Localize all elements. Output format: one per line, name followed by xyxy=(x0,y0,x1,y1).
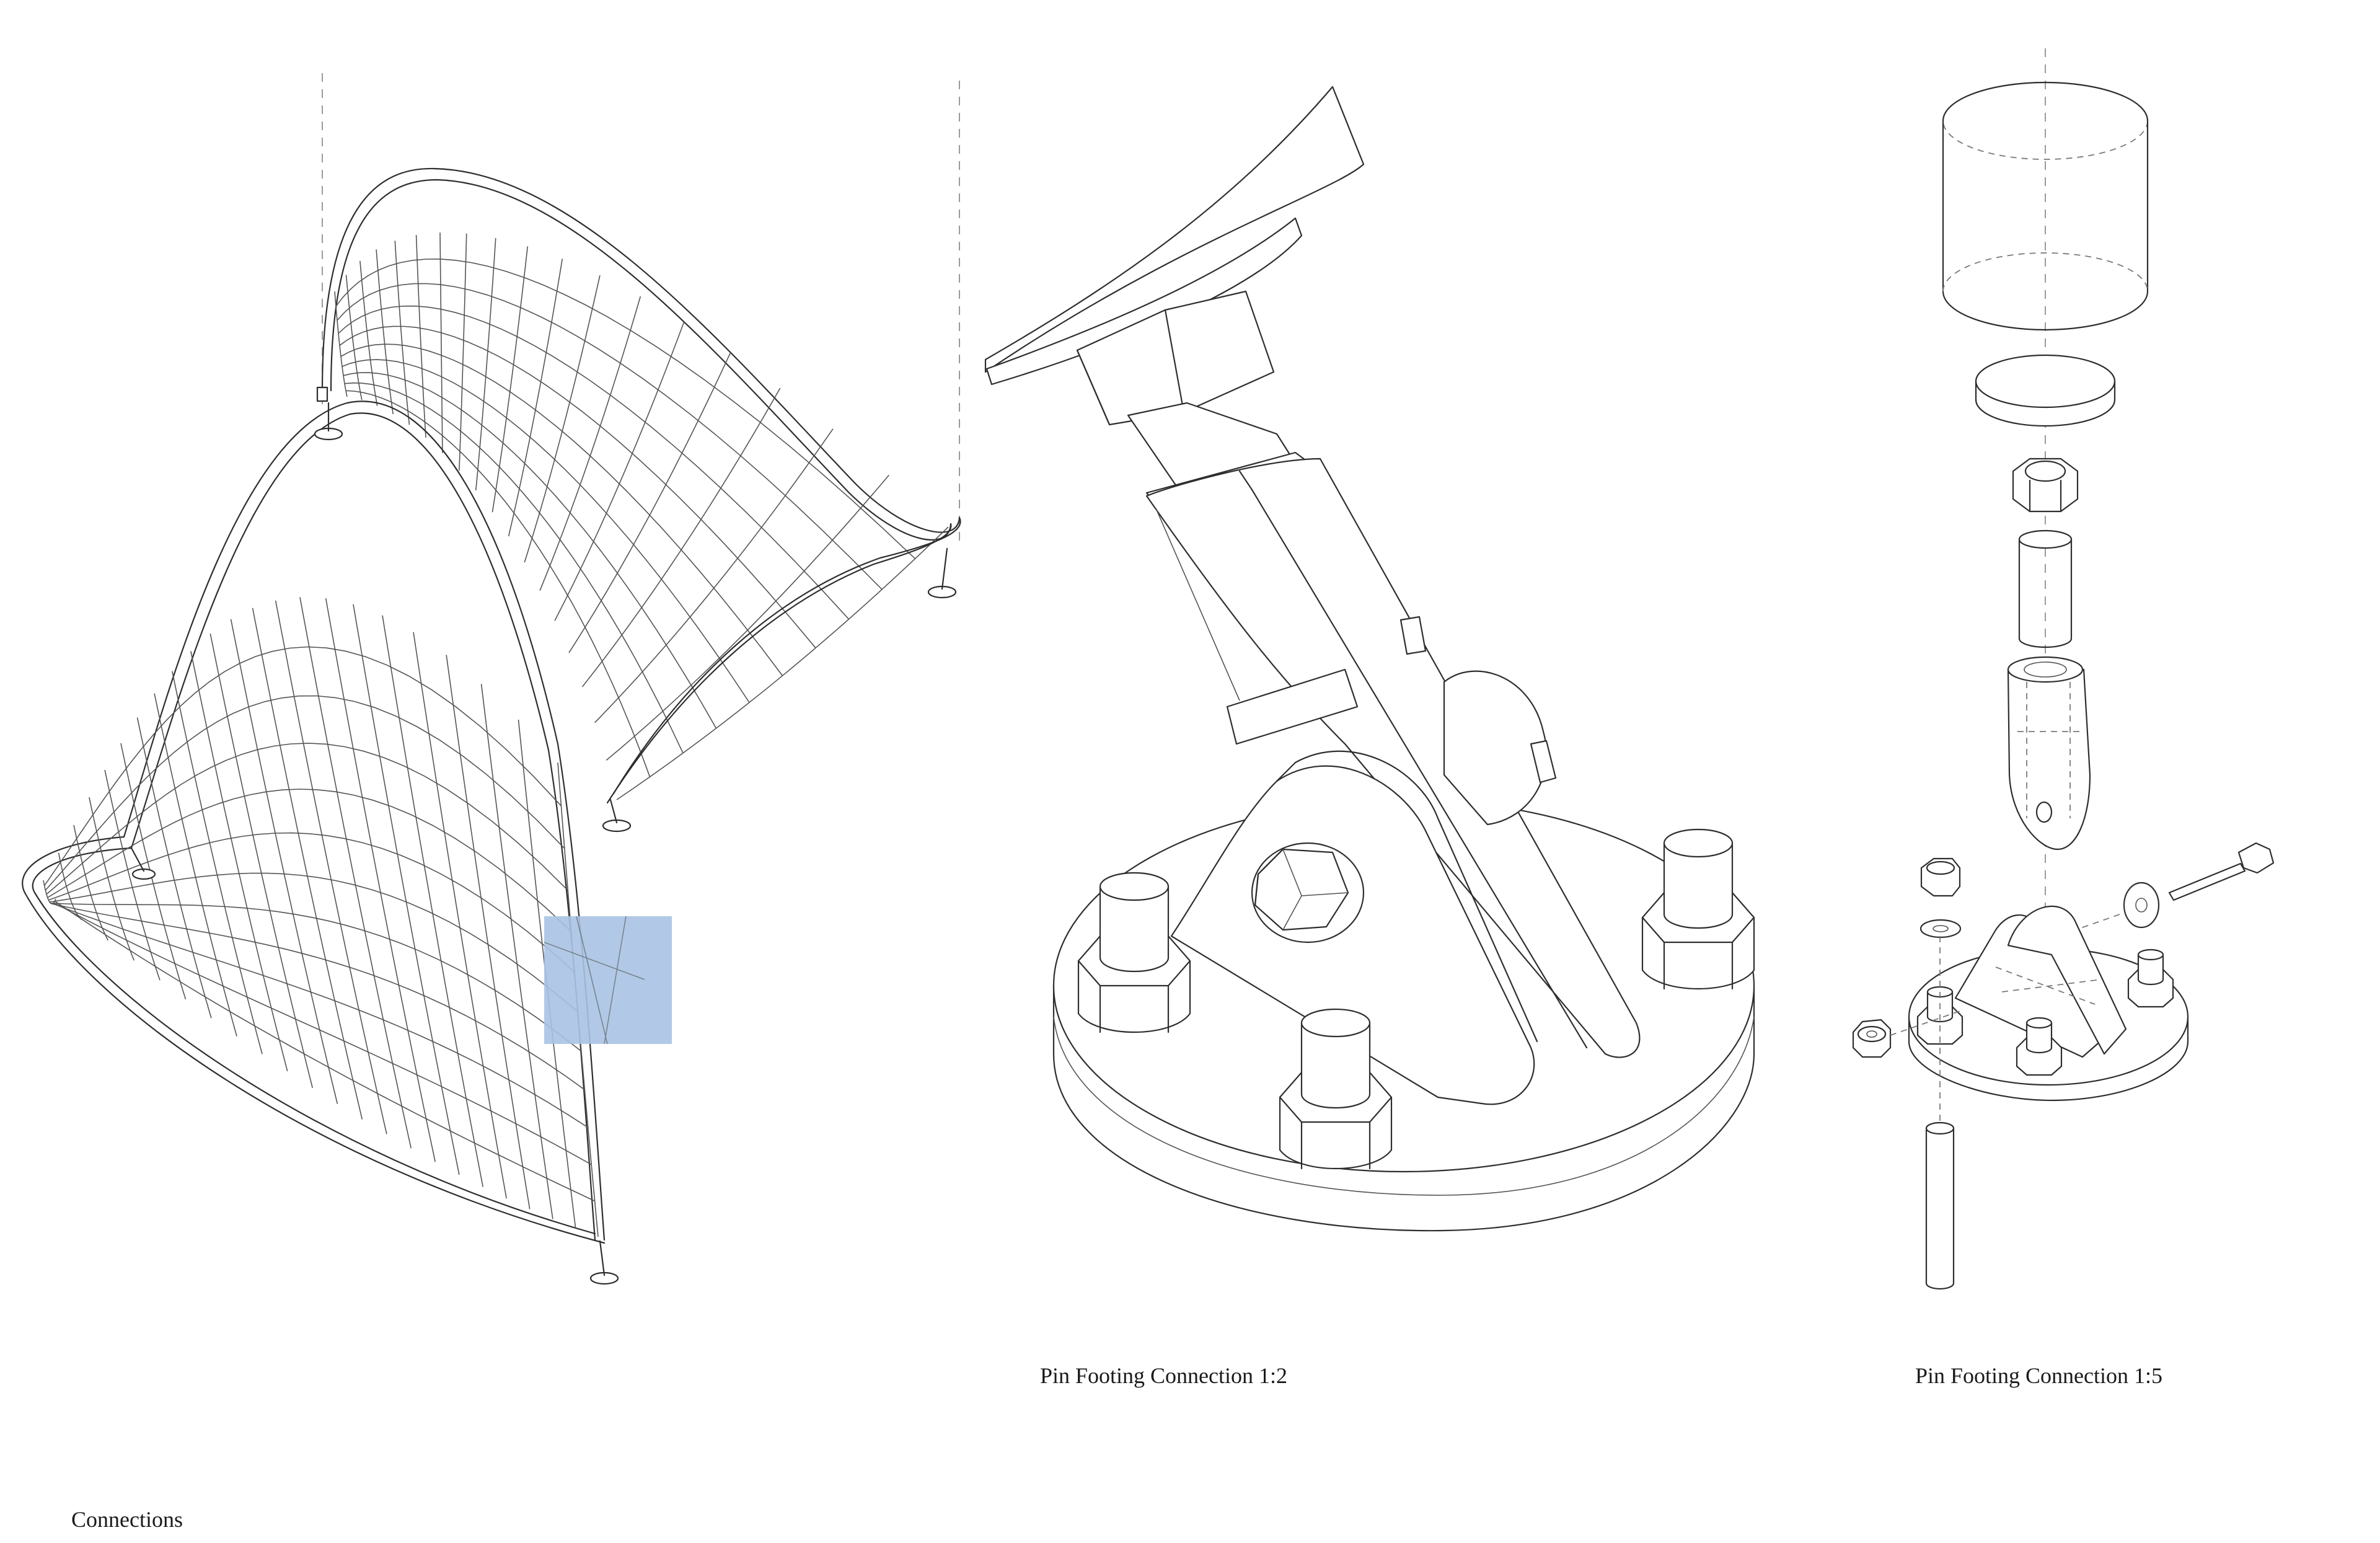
pin-footing-exploded-1-5 xyxy=(1852,48,2275,1290)
exploded-side-bolt xyxy=(2057,842,2275,937)
pavilion-axonometric xyxy=(22,73,961,1285)
footing-rear-left xyxy=(314,386,343,441)
rear-mesh-grid-line xyxy=(339,325,816,648)
caption-pin-footing-1-2: Pin Footing Connection 1:2 xyxy=(1040,1363,1288,1388)
rear-mesh-rib xyxy=(345,275,363,400)
rear-mesh-grid-line xyxy=(343,372,717,729)
rear-mesh-rib xyxy=(394,241,410,425)
anchor-bolts xyxy=(1077,828,1755,1170)
anchor-bolt xyxy=(1279,1008,1393,1170)
rear-mesh-rib xyxy=(415,235,426,438)
footing-middle xyxy=(602,798,632,833)
exploded-pin-cylinder xyxy=(2018,529,2073,648)
front-mesh-rib xyxy=(252,608,363,1120)
front-mesh-grid-line xyxy=(53,902,592,1165)
rear-mesh-rib xyxy=(616,526,949,800)
rear-mesh-grid-line xyxy=(338,305,850,620)
exploded-clevis xyxy=(2007,656,2091,851)
front-mesh-grid-line xyxy=(47,789,572,932)
front-mesh-grid-line xyxy=(52,903,589,1128)
rear-mesh-grid-line xyxy=(344,382,684,754)
gusset-plate xyxy=(1170,750,1538,1105)
front-mesh-rib xyxy=(136,717,212,1019)
exploded-gusset xyxy=(1954,905,2127,1058)
rear-mesh-rib xyxy=(524,275,601,563)
front-mesh-rib xyxy=(154,693,237,1037)
front-mesh-rib xyxy=(299,597,412,1149)
front-mesh-grid-line xyxy=(51,903,585,1090)
small-anchor-bolt xyxy=(2127,948,2174,1008)
pin-knuckle xyxy=(1399,616,1557,826)
anchor-bolt xyxy=(1077,872,1191,1033)
rear-mesh-rib xyxy=(539,296,641,591)
front-mesh-rib xyxy=(325,598,436,1162)
front-mesh-rib xyxy=(73,825,108,941)
exploded-bottom-pin xyxy=(1925,936,1955,1290)
rear-mesh-grid-line xyxy=(342,359,750,703)
rear-mesh-rib xyxy=(475,237,496,490)
front-mesh-rib xyxy=(275,600,387,1134)
pavilion-footings xyxy=(130,386,957,1285)
front-mesh-grid-line xyxy=(50,903,582,1052)
front-membrane-mesh xyxy=(43,597,599,1237)
exploded-left-anchor-nut xyxy=(1852,1010,1962,1058)
front-mesh-rib xyxy=(172,671,263,1054)
rear-mesh-grid-line xyxy=(345,390,651,777)
caption-pin-footing-1-5: Pin Footing Connection 1:5 xyxy=(1915,1363,2163,1388)
front-mesh-grid-line xyxy=(44,646,562,886)
shaft-hex-nut xyxy=(1076,290,1275,426)
front-mesh-rib xyxy=(382,615,483,1187)
front-mesh-grid-line xyxy=(49,872,579,1013)
front-arch xyxy=(22,400,606,1244)
footing-front xyxy=(589,1240,619,1285)
footing-left xyxy=(130,847,156,880)
rear-mesh-grid-line xyxy=(340,343,783,676)
front-mesh-rib xyxy=(480,684,553,1219)
front-mesh-rib xyxy=(413,632,507,1199)
footing-rear-right xyxy=(927,547,957,599)
front-mesh-grid-line xyxy=(54,900,595,1202)
front-mesh-rib xyxy=(89,797,134,961)
rear-mesh-grid-line xyxy=(335,259,916,559)
rear-mesh-rib xyxy=(568,352,731,653)
rear-mesh-rib xyxy=(581,387,781,687)
rear-mesh-rib xyxy=(594,428,834,723)
front-mesh-rib xyxy=(190,651,288,1072)
center-bolt xyxy=(1251,842,1365,944)
rear-mesh-rib xyxy=(491,246,529,513)
pin-footing-detail-1-2 xyxy=(984,86,1755,1232)
front-mesh-grid-line xyxy=(45,695,565,891)
rear-mesh-rib xyxy=(439,232,443,453)
exploded-hex-nut xyxy=(2012,458,2079,513)
front-mesh-grid-line xyxy=(48,832,575,973)
rear-mesh-grid-line xyxy=(337,283,883,590)
front-mesh-grid-line xyxy=(46,743,568,895)
anchor-bolt xyxy=(1641,828,1755,990)
rear-membrane-mesh xyxy=(334,232,949,800)
exploded-disc xyxy=(1975,354,2116,427)
exploded-left-nut xyxy=(1919,857,1962,939)
clevis-body xyxy=(1145,458,1641,1058)
rear-arch xyxy=(321,167,961,541)
sheet-title: Connections xyxy=(71,1507,183,1532)
small-anchor-bolt xyxy=(2016,1017,2063,1076)
exploded-tube xyxy=(1942,81,2149,331)
